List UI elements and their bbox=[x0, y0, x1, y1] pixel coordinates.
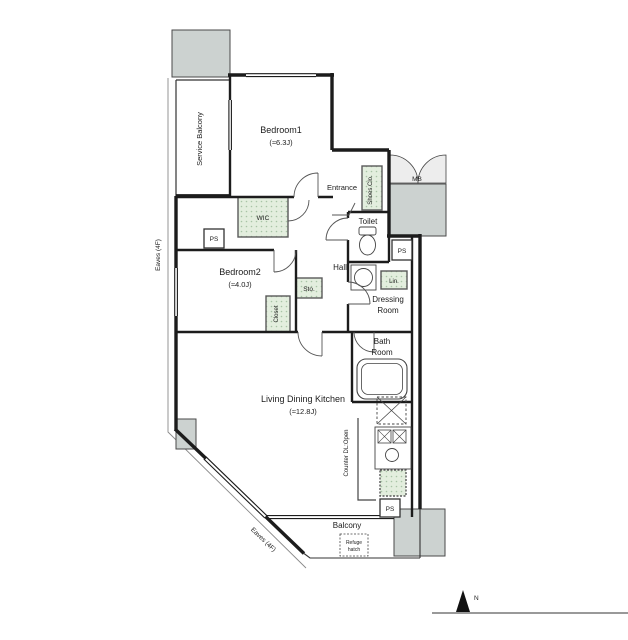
toilet-fixture bbox=[358, 226, 377, 256]
dressing-door bbox=[347, 281, 371, 305]
label-ldk: Living Dining Kitchen bbox=[261, 394, 345, 404]
structure-block-top-left bbox=[171, 29, 231, 78]
label-bath-1: Bath bbox=[374, 337, 390, 346]
outer-walls bbox=[173, 73, 422, 555]
label-mb: MB bbox=[412, 176, 422, 183]
counter-line bbox=[357, 418, 376, 501]
label-bedroom1: Bedroom1 bbox=[260, 125, 302, 135]
label-storage: Sto. bbox=[303, 286, 315, 293]
balcony-rail bbox=[303, 509, 421, 559]
label-wic: WIC bbox=[257, 215, 270, 222]
label-ps-bottom: PS bbox=[386, 506, 395, 513]
storage-areas bbox=[237, 165, 408, 497]
label-refuge-2: hatch bbox=[348, 547, 360, 553]
entrance-step-line bbox=[332, 202, 356, 216]
ldk-door bbox=[297, 331, 323, 357]
eaves-lines bbox=[167, 78, 307, 569]
label-ps-right: PS bbox=[398, 248, 407, 255]
bath-door bbox=[353, 331, 375, 353]
label-bedroom2-size: (≈4.0J) bbox=[228, 280, 252, 289]
fixtures bbox=[339, 226, 412, 557]
label-ps-left: PS bbox=[210, 236, 219, 243]
label-ldk-size: (≈12.8J) bbox=[289, 407, 317, 416]
label-shoes-closet: Shoes Clo. bbox=[368, 175, 374, 205]
wic-door bbox=[287, 199, 310, 222]
structure-block-left bbox=[175, 418, 197, 450]
structure-block-right bbox=[388, 183, 447, 237]
pipe-space-boxes bbox=[203, 228, 413, 518]
north-label: N bbox=[474, 595, 479, 602]
bedroom1-door bbox=[293, 172, 319, 198]
ps-bottom-box bbox=[379, 498, 401, 518]
kitchen-fixtures bbox=[357, 396, 412, 501]
door-arcs bbox=[273, 172, 375, 357]
bedroom2-door bbox=[273, 249, 297, 273]
label-balcony: Balcony bbox=[333, 521, 361, 530]
label-bath-2: Room bbox=[371, 348, 393, 357]
entry-door-arcs bbox=[389, 154, 447, 184]
toilet-door bbox=[325, 217, 349, 241]
ps-left-box bbox=[203, 228, 225, 249]
label-closet: Closet bbox=[274, 305, 280, 322]
north-arrow: N bbox=[432, 590, 628, 614]
label-dressing-2: Room bbox=[377, 306, 399, 315]
service-balcony-rails bbox=[175, 79, 230, 197]
label-refuge-1: Refuge bbox=[346, 540, 362, 546]
bathtub bbox=[356, 358, 408, 400]
refrigerator-area bbox=[379, 469, 407, 497]
label-counter: Counter DL:Open bbox=[344, 429, 350, 476]
label-entrance: Entrance bbox=[327, 183, 357, 192]
label-service-balcony: Service Balcony bbox=[195, 112, 204, 166]
label-dressing-1: Dressing bbox=[372, 295, 404, 304]
linen-area bbox=[380, 270, 408, 290]
label-toilet: Toilet bbox=[359, 217, 378, 226]
unit-footprint bbox=[176, 75, 420, 557]
ps-right-box bbox=[391, 239, 413, 261]
windows bbox=[174, 73, 394, 520]
washing-machine bbox=[350, 264, 377, 291]
shoes-closet-area bbox=[361, 165, 383, 211]
closet-area bbox=[265, 295, 291, 333]
structure-blocks bbox=[171, 29, 447, 557]
label-bedroom1-size: (≈6.3J) bbox=[269, 138, 293, 147]
refuge-hatch-box bbox=[339, 533, 369, 557]
label-eaves-bottom: Eaves (4F) bbox=[249, 526, 277, 553]
label-hall: Hall bbox=[333, 263, 347, 272]
label-linen: Lin. bbox=[389, 279, 399, 285]
label-eaves-left: Eaves (4F) bbox=[155, 239, 162, 271]
label-bedroom2: Bedroom2 bbox=[219, 267, 261, 277]
